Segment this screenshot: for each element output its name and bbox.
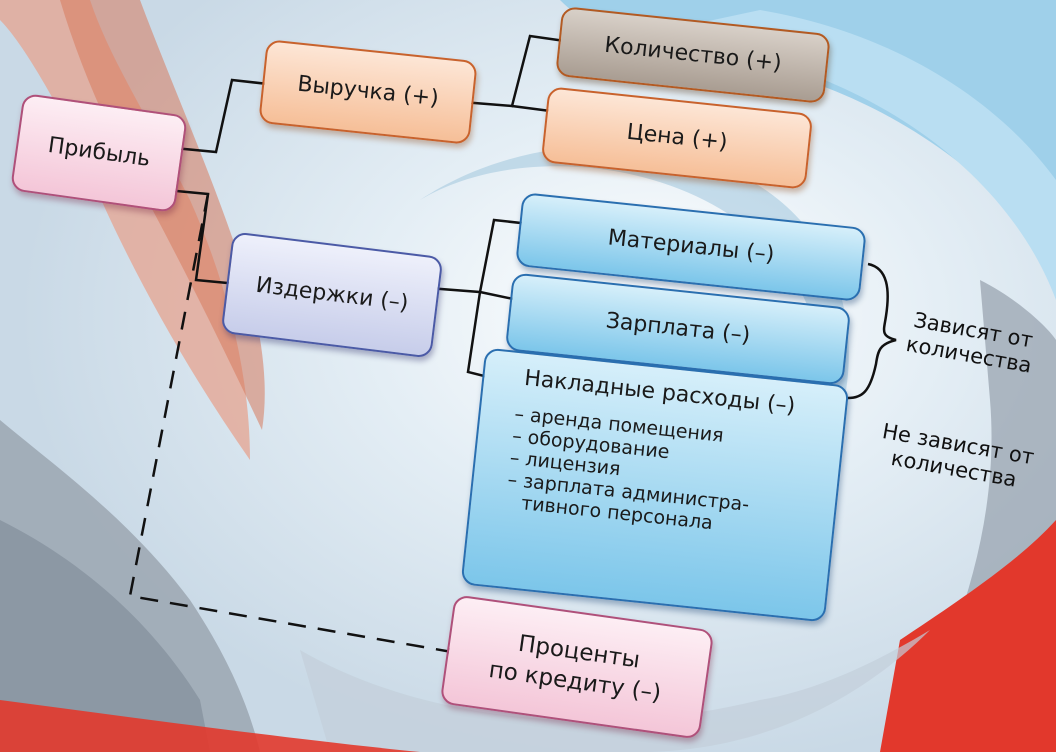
node-quantity-label: Количество (+) xyxy=(603,32,783,77)
node-materials-label: Материалы (–) xyxy=(606,225,776,268)
node-salary-label: Зарплата (–) xyxy=(604,308,752,349)
overhead-items-list: – аренда помещения – оборудование – лице… xyxy=(504,403,757,538)
node-profit-label: Прибыль xyxy=(46,132,152,173)
node-costs-label: Издержки (–) xyxy=(254,272,410,317)
node-overhead: Накладные расходы (–) – аренда помещения… xyxy=(460,347,850,623)
node-price-label: Цена (+) xyxy=(625,119,729,156)
node-interest-label: Проценты по кредиту (–) xyxy=(445,619,709,714)
node-revenue-label: Выручка (+) xyxy=(296,71,440,112)
